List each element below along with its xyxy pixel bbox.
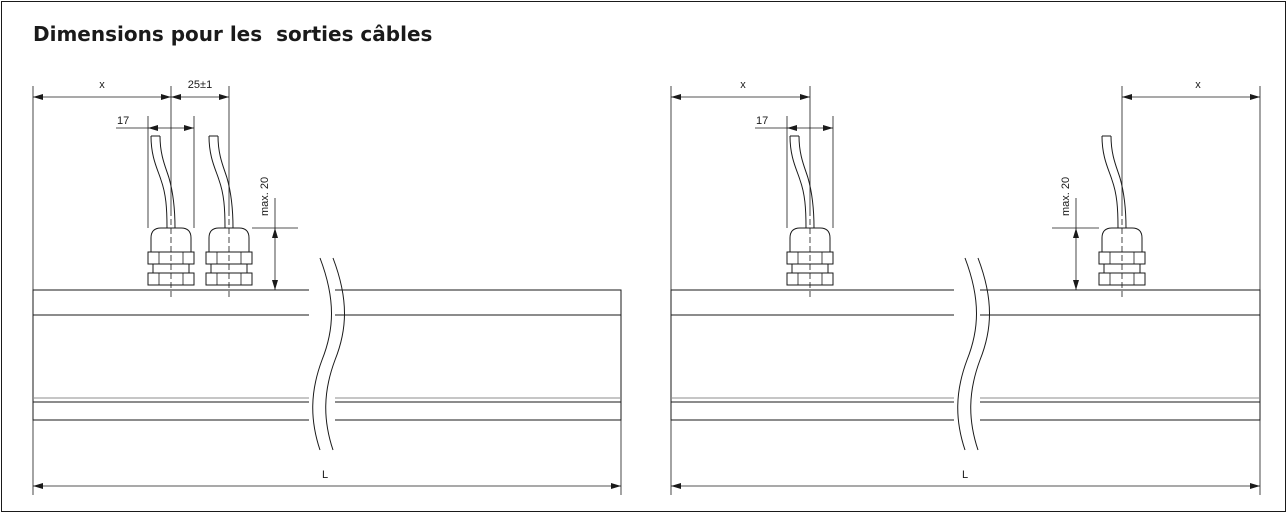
left-dim-x-label: x bbox=[99, 79, 105, 91]
left-tube bbox=[32, 257, 622, 451]
left-dim-gland-label: 17 bbox=[117, 115, 129, 127]
right-view: x x 17 max. 20 L bbox=[670, 79, 1261, 495]
right-dimensions bbox=[670, 86, 1261, 495]
right-tube bbox=[670, 257, 1261, 451]
left-dim-length-label: L bbox=[322, 469, 328, 481]
right-cable-outlet-2 bbox=[1098, 135, 1146, 300]
left-dim-height-label: max. 20 bbox=[259, 177, 271, 216]
left-dim-spacing-label: 25±1 bbox=[188, 79, 212, 91]
right-dim-gland-label: 17 bbox=[756, 115, 768, 127]
right-dim-x-right-label: x bbox=[1195, 79, 1201, 91]
left-cable-outlet-2 bbox=[205, 135, 253, 300]
left-dimensions bbox=[32, 86, 622, 495]
left-view: x 25±1 17 max. 20 L bbox=[32, 79, 622, 495]
left-cable-outlet-1 bbox=[147, 135, 195, 300]
right-cable-outlet-1 bbox=[786, 135, 834, 300]
right-dim-height-label: max. 20 bbox=[1060, 177, 1072, 216]
right-dim-length-label: L bbox=[962, 469, 968, 481]
page-title: Dimensions pour les sorties câbles bbox=[33, 22, 433, 46]
right-dim-x-left-label: x bbox=[740, 79, 746, 91]
